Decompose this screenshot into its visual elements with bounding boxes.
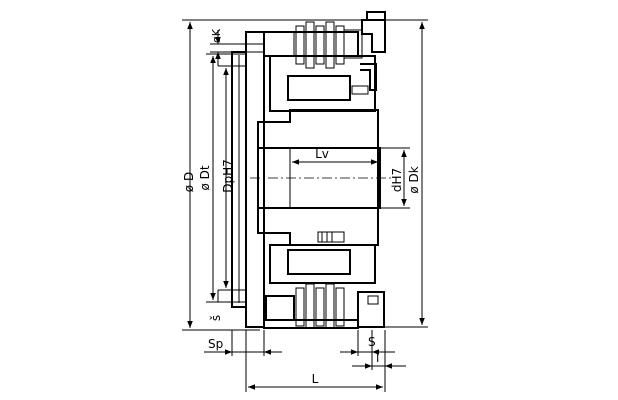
label-l-small: l xyxy=(376,351,379,365)
coil-bottom xyxy=(287,249,351,275)
screw-bottom xyxy=(317,231,345,243)
bottom-plate xyxy=(357,291,385,328)
label-d-t: ø Dt xyxy=(198,165,212,190)
label-s: S xyxy=(368,335,376,349)
label-d-outer: ø D xyxy=(182,172,196,192)
label-l-v: Lv xyxy=(315,147,329,161)
label-d-h: dH7 xyxy=(390,168,404,192)
label-d-k: ø Dk xyxy=(407,166,421,193)
label-s-p: Sp xyxy=(208,337,223,351)
magnet-body-bottom xyxy=(269,244,376,284)
extension-lines xyxy=(182,19,428,392)
coil-top xyxy=(287,75,351,101)
pressure-plate xyxy=(245,31,265,328)
label-d-p: DpH7 xyxy=(221,159,235,193)
label-k: øK xyxy=(210,28,223,43)
friction-discs-top xyxy=(295,21,345,69)
friction-discs-bottom xyxy=(295,283,345,329)
label-s-hacek: š xyxy=(209,315,223,321)
clutch-body xyxy=(231,11,386,329)
top-cap xyxy=(361,19,386,53)
hub xyxy=(257,109,379,246)
label-l-total: L xyxy=(312,372,319,386)
spring-block xyxy=(265,295,295,321)
